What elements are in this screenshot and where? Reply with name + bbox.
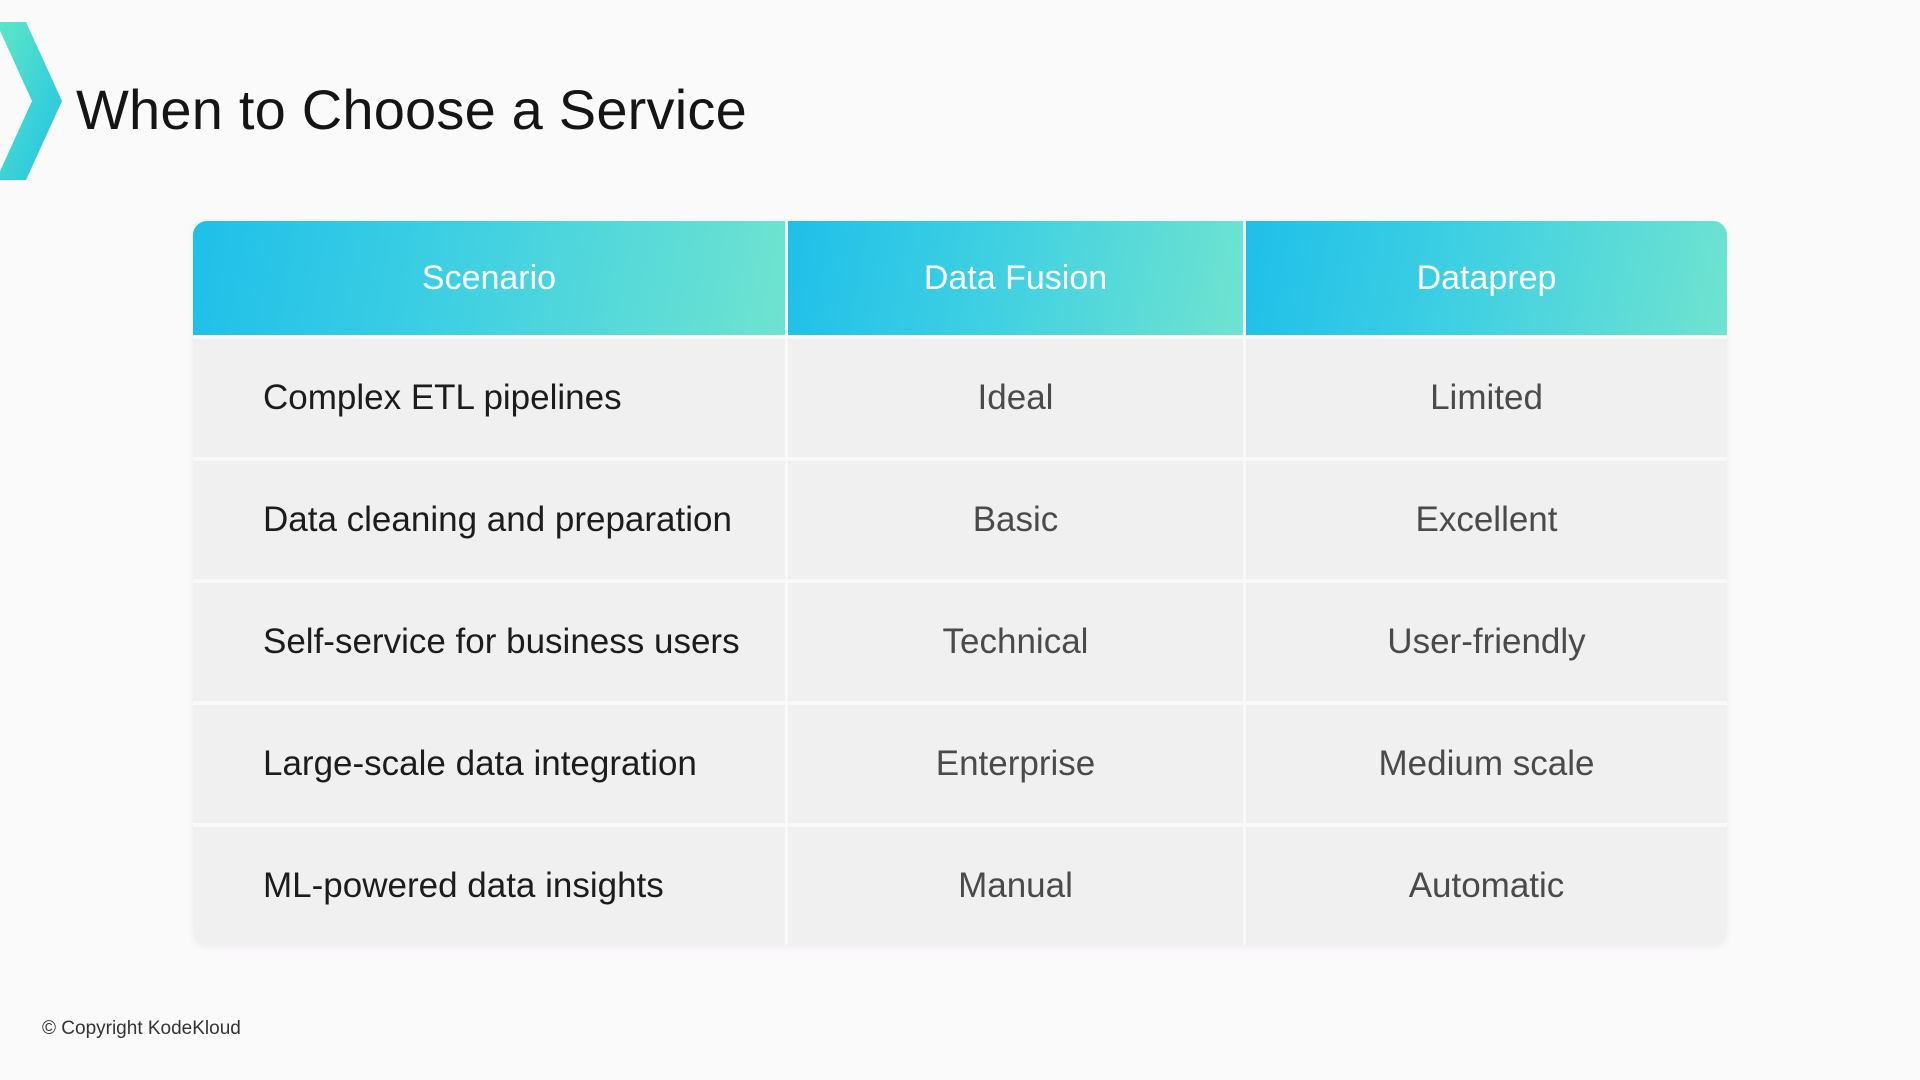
table-header-row: Scenario Data Fusion Dataprep xyxy=(193,221,1727,335)
data-fusion-cell: Technical xyxy=(788,579,1246,701)
comparison-table: Scenario Data Fusion Dataprep Complex ET… xyxy=(193,221,1727,945)
data-fusion-cell: Basic xyxy=(788,457,1246,579)
scenario-cell: Self-service for business users xyxy=(193,579,788,701)
table-row: Data cleaning and preparation Basic Exce… xyxy=(193,457,1727,579)
table-row: ML-powered data insights Manual Automati… xyxy=(193,823,1727,945)
dataprep-cell: Limited xyxy=(1246,335,1727,457)
table-row: Complex ETL pipelines Ideal Limited xyxy=(193,335,1727,457)
header-scenario: Scenario xyxy=(193,221,788,335)
data-fusion-cell: Enterprise xyxy=(788,701,1246,823)
copyright-footer: © Copyright KodeKloud xyxy=(42,1018,241,1039)
table-row: Self-service for business users Technica… xyxy=(193,579,1727,701)
scenario-cell: Complex ETL pipelines xyxy=(193,335,788,457)
scenario-cell: ML-powered data insights xyxy=(193,823,788,945)
dataprep-cell: Automatic xyxy=(1246,823,1727,945)
dataprep-cell: Medium scale xyxy=(1246,701,1727,823)
page-title: When to Choose a Service xyxy=(76,78,747,141)
table-row: Large-scale data integration Enterprise … xyxy=(193,701,1727,823)
scenario-cell: Data cleaning and preparation xyxy=(193,457,788,579)
dataprep-cell: Excellent xyxy=(1246,457,1727,579)
chevron-logo-icon xyxy=(0,22,62,180)
scenario-cell: Large-scale data integration xyxy=(193,701,788,823)
data-fusion-cell: Ideal xyxy=(788,335,1246,457)
data-fusion-cell: Manual xyxy=(788,823,1246,945)
header-data-fusion: Data Fusion xyxy=(788,221,1246,335)
dataprep-cell: User-friendly xyxy=(1246,579,1727,701)
header-dataprep: Dataprep xyxy=(1246,221,1727,335)
